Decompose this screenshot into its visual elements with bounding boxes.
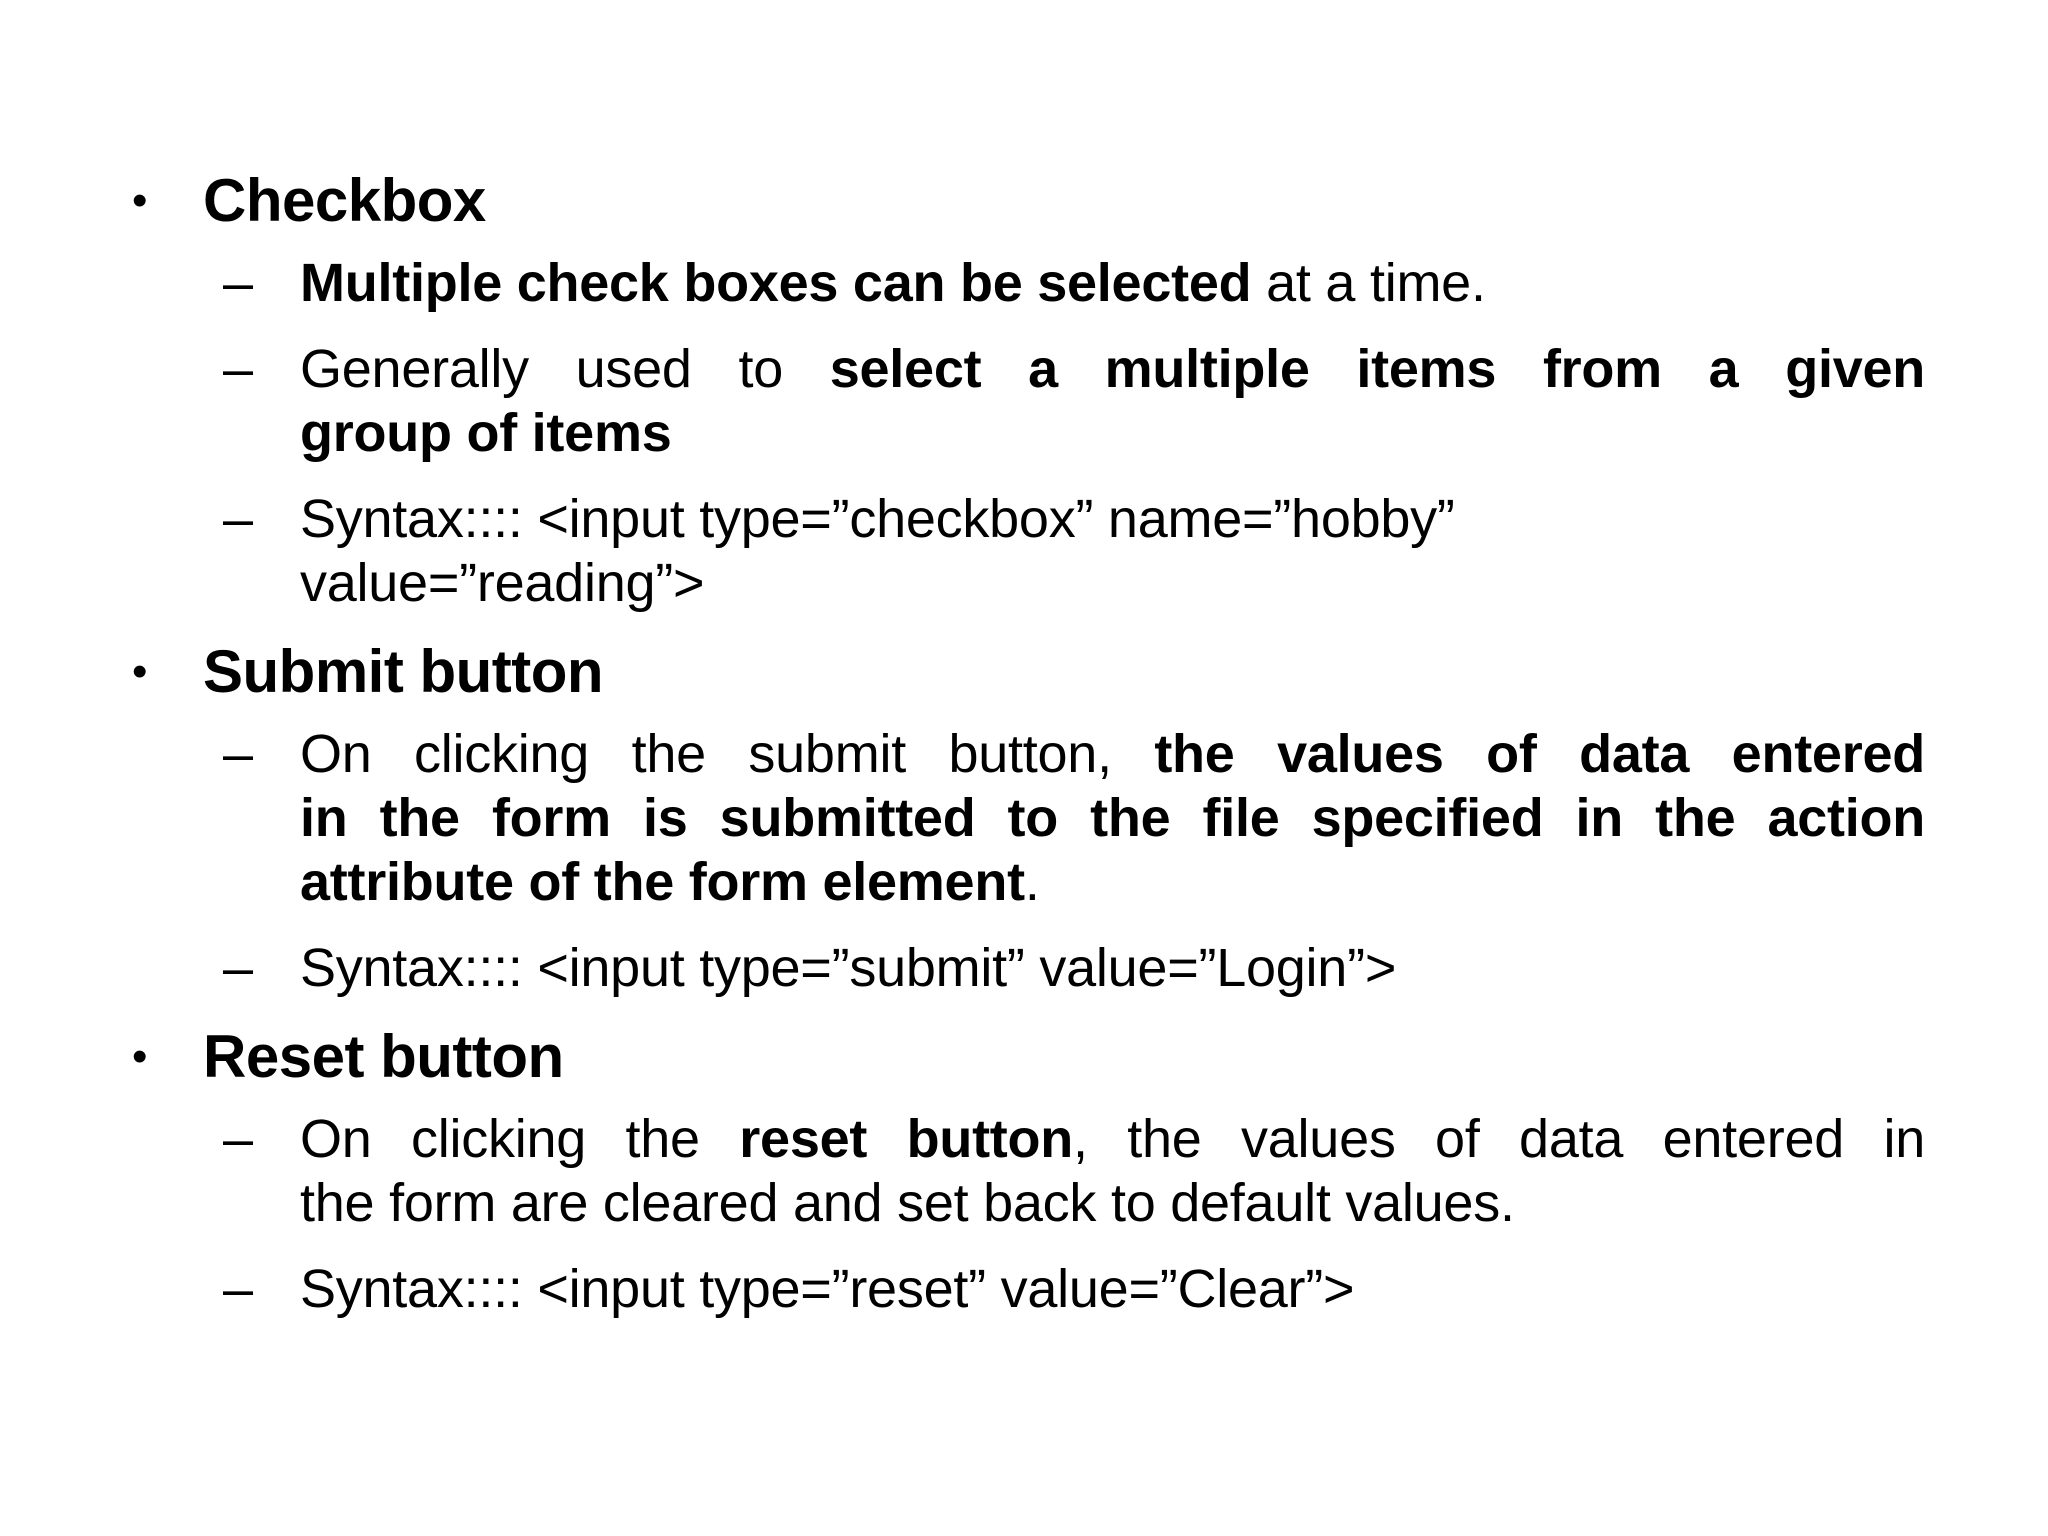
heading-reset: Reset button	[203, 1023, 564, 1090]
dash-icon: –	[223, 339, 254, 399]
paragraph-line: the form are cleared and set back to def…	[300, 1171, 1925, 1235]
text-segment: reset button	[739, 1109, 1074, 1169]
paragraph-line: value=”reading”>	[300, 551, 1925, 615]
sub-item: – On clicking the submit button, the val…	[0, 722, 2048, 914]
text-segment: On clicking the	[300, 1109, 740, 1169]
paragraph-line: Multiple check boxes can be selected at …	[300, 251, 1925, 315]
text-segment: Syntax:::: <input type=”checkbox” name=”…	[300, 489, 1455, 549]
sub-item: – On clicking the reset button, the valu…	[0, 1107, 2048, 1235]
paragraph: On clicking the submit button, the value…	[300, 722, 1925, 914]
sub-item: – Syntax:::: <input type=”reset” value=”…	[0, 1257, 2048, 1321]
heading-submit: Submit button	[203, 638, 604, 705]
text-segment: Generally used to	[300, 339, 830, 399]
text-segment: Syntax:::: <input type=”submit” value=”L…	[300, 938, 1397, 998]
paragraph: On clicking the reset button, the values…	[300, 1107, 1925, 1235]
bullet-icon: •	[132, 647, 148, 696]
sub-item: – Syntax:::: <input type=”submit” value=…	[0, 936, 2048, 1000]
bullet-item-reset: • Reset button	[0, 1022, 2048, 1092]
paragraph: Generally used to select a multiple item…	[300, 337, 1925, 465]
dash-icon: –	[223, 489, 254, 549]
paragraph-line: On clicking the reset button, the values…	[300, 1107, 1925, 1171]
dash-icon: –	[223, 938, 254, 998]
text-segment: Syntax:::: <input type=”reset” value=”Cl…	[300, 1259, 1355, 1319]
text-segment: attribute of the form element	[300, 852, 1025, 912]
bullet-item-checkbox: • Checkbox	[0, 166, 2048, 236]
text-segment: the form are cleared and set back to def…	[300, 1173, 1515, 1233]
paragraph: Syntax:::: <input type=”submit” value=”L…	[300, 936, 1925, 1000]
paragraph: Syntax:::: <input type=”reset” value=”Cl…	[300, 1257, 1925, 1321]
paragraph-line: group of items	[300, 401, 1925, 465]
dash-icon: –	[223, 1109, 254, 1169]
paragraph-line: Syntax:::: <input type=”reset” value=”Cl…	[300, 1257, 1925, 1321]
text-segment: at a time.	[1251, 253, 1486, 313]
heading-checkbox: Checkbox	[203, 167, 486, 234]
paragraph-line: Syntax:::: <input type=”submit” value=”L…	[300, 936, 1925, 1000]
paragraph-line: attribute of the form element.	[300, 850, 1925, 914]
bullet-item-submit: • Submit button	[0, 637, 2048, 707]
text-segment: value=”reading”>	[300, 553, 705, 613]
paragraph: Syntax:::: <input type=”checkbox” name=”…	[300, 487, 1925, 615]
sub-item: – Syntax:::: <input type=”checkbox” name…	[0, 487, 2048, 615]
dash-icon: –	[223, 1259, 254, 1319]
text-segment: select a multiple items from a given	[829, 339, 1926, 399]
sub-item: – Multiple check boxes can be selected a…	[0, 251, 2048, 315]
bullet-icon: •	[132, 1032, 148, 1081]
text-segment: .	[1024, 852, 1040, 912]
paragraph-line: On clicking the submit button, the value…	[300, 722, 1925, 786]
text-segment: group of items	[300, 403, 672, 463]
dash-icon: –	[223, 724, 254, 784]
text-segment: , the values of data entered in	[1073, 1109, 1925, 1169]
dash-icon: –	[223, 253, 254, 313]
bullet-icon: •	[132, 176, 148, 225]
paragraph-line: Generally used to select a multiple item…	[300, 337, 1925, 401]
sub-item: – Generally used to select a multiple it…	[0, 337, 2048, 465]
text-segment: the values of data entered	[1154, 724, 1925, 784]
text-segment: Multiple check boxes can be selected	[300, 253, 1252, 313]
paragraph: Multiple check boxes can be selected at …	[300, 251, 1925, 315]
text-segment: in the form is submitted to the file spe…	[300, 788, 1925, 848]
paragraph-line: in the form is submitted to the file spe…	[300, 786, 1925, 850]
paragraph-line: Syntax:::: <input type=”checkbox” name=”…	[300, 487, 1925, 551]
text-segment: On clicking the submit button,	[300, 724, 1155, 784]
